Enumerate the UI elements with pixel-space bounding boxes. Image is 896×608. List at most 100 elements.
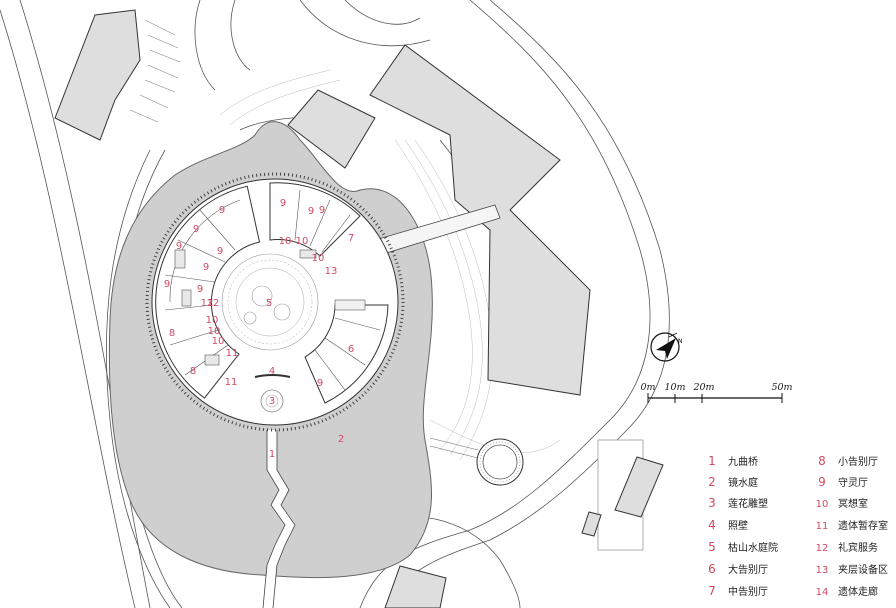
legend-num: 8 [818, 454, 826, 468]
dry-garden [221, 253, 319, 351]
legend-num: 9 [818, 475, 826, 489]
label-2: 2 [338, 434, 344, 445]
screen-wall [254, 374, 291, 378]
scale-bar: 0m 10m 20m 50m [640, 382, 793, 403]
label-12a: 12 [201, 298, 214, 309]
scale-label-10: 10m [664, 382, 685, 393]
label-9a: 9 [219, 205, 225, 216]
legend-item-12: 12 礼宾服务 [810, 538, 878, 554]
legend-item-8: 8 小告别厅 [810, 452, 878, 468]
label-4: 4 [269, 366, 275, 377]
zigzag-bridge [263, 430, 296, 608]
label-10a: 10 [279, 236, 292, 247]
label-3: 3 [269, 396, 275, 407]
lotus-sculpture [260, 389, 284, 413]
legend-num: 1 [708, 454, 716, 468]
scale-label-50: 50m [771, 382, 792, 393]
legend-item-3: 3 莲花雕塑 [700, 494, 768, 510]
legend-text: 照壁 [728, 521, 748, 532]
label-10b: 10 [296, 236, 309, 247]
pavilion-path [429, 437, 479, 459]
wing-west [155, 185, 261, 399]
building-east-1 [614, 456, 664, 518]
legend-num: 2 [708, 475, 716, 489]
label-11a: 11 [225, 377, 238, 388]
label-12b: 12 [207, 298, 220, 309]
label-10f: 10 [212, 336, 225, 347]
label-10c: 10 [312, 253, 325, 264]
wing-north [269, 182, 361, 257]
label-13: 13 [325, 266, 338, 277]
wing-east [304, 304, 389, 404]
legend-text: 镜水庭 [728, 478, 758, 489]
legend-item-10: 10 冥想室 [810, 494, 868, 510]
legend-num: 13 [815, 565, 829, 576]
legend-item-6: 6 大告别厅 [700, 560, 768, 576]
legend: 1 九曲桥 2 镜水庭 3 莲花雕塑 4 照壁 5 枯山水庭院 6 大告别厅 7 中告别厅 8… [700, 450, 890, 600]
label-9j: 9 [319, 205, 325, 216]
legend-num: 10 [815, 499, 829, 510]
legend-item-5: 5 枯山水庭院 [700, 538, 778, 554]
building-south [384, 565, 447, 608]
legend-text: 冥想室 [838, 499, 868, 510]
legend-num: 6 [708, 562, 716, 576]
scale-label-20: 20m [692, 382, 714, 393]
label-9i: 9 [308, 206, 314, 217]
legend-text: 莲花雕塑 [728, 499, 768, 510]
north-arrow-icon: N [650, 332, 683, 362]
legend-num: 12 [815, 543, 829, 554]
round-pavilion [476, 438, 524, 486]
legend-text: 九曲桥 [728, 457, 758, 468]
label-5: 5 [266, 298, 272, 309]
legend-text: 遗体走廊 [838, 587, 878, 598]
legend-text: 夹层设备区 [838, 565, 888, 576]
legend-item-7: 7 中告别厅 [700, 582, 768, 598]
legend-num: 5 [708, 540, 716, 554]
label-6: 6 [348, 344, 354, 355]
legend-num: 7 [708, 584, 716, 598]
outer-ring-ticks [145, 172, 405, 432]
legend-text: 礼宾服务 [838, 543, 878, 554]
legend-item-13: 13 夹层设备区 [810, 560, 888, 576]
circular-complex [145, 172, 405, 432]
label-9g: 9 [197, 284, 203, 295]
label-10d: 10 [206, 315, 219, 326]
building-east-2 [581, 511, 602, 537]
legend-text: 大告别厅 [728, 565, 768, 576]
label-9h: 9 [280, 198, 286, 209]
label-1: 1 [269, 449, 275, 460]
legend-item-14: 14 遗体走廊 [810, 582, 878, 598]
label-10e: 10 [208, 326, 221, 337]
plan-labels: 5 4 3 2 1 6 7 8 8 9 9 9 9 9 9 9 9 9 9 9 … [164, 198, 354, 460]
legend-text: 守灵厅 [838, 478, 868, 489]
label-8a: 8 [169, 328, 175, 339]
legend-text: 遗体暂存室 [838, 521, 888, 532]
label-9k: 9 [317, 378, 323, 389]
label-7: 7 [348, 233, 354, 244]
label-8b: 8 [190, 366, 196, 377]
label-9e: 9 [203, 262, 209, 273]
legend-num: 11 [815, 521, 829, 532]
scale-label-0: 0m [640, 382, 655, 393]
label-9b: 9 [193, 224, 199, 235]
building-northwest [54, 9, 141, 141]
legend-num: 14 [815, 587, 829, 598]
legend-text: 中告别厅 [728, 587, 768, 598]
label-9f: 9 [164, 279, 170, 290]
label-9d: 9 [176, 241, 182, 252]
legend-num: 4 [708, 518, 716, 532]
legend-item-2: 2 镜水庭 [700, 473, 758, 489]
legend-text: 小告别厅 [838, 457, 878, 468]
building-north [287, 89, 376, 169]
legend-num: 3 [708, 496, 716, 510]
legend-item-9: 9 守灵厅 [810, 473, 868, 489]
parking-stripes [129, 19, 181, 123]
legend-text: 枯山水庭院 [728, 543, 778, 554]
svg-text:N: N [678, 338, 683, 345]
legend-item-11: 11 遗体暂存室 [810, 516, 888, 532]
label-11b: 11 [226, 348, 239, 359]
label-9c: 9 [217, 246, 223, 257]
legend-item-1: 1 九曲桥 [700, 452, 758, 468]
legend-item-4: 4 照壁 [700, 516, 748, 532]
